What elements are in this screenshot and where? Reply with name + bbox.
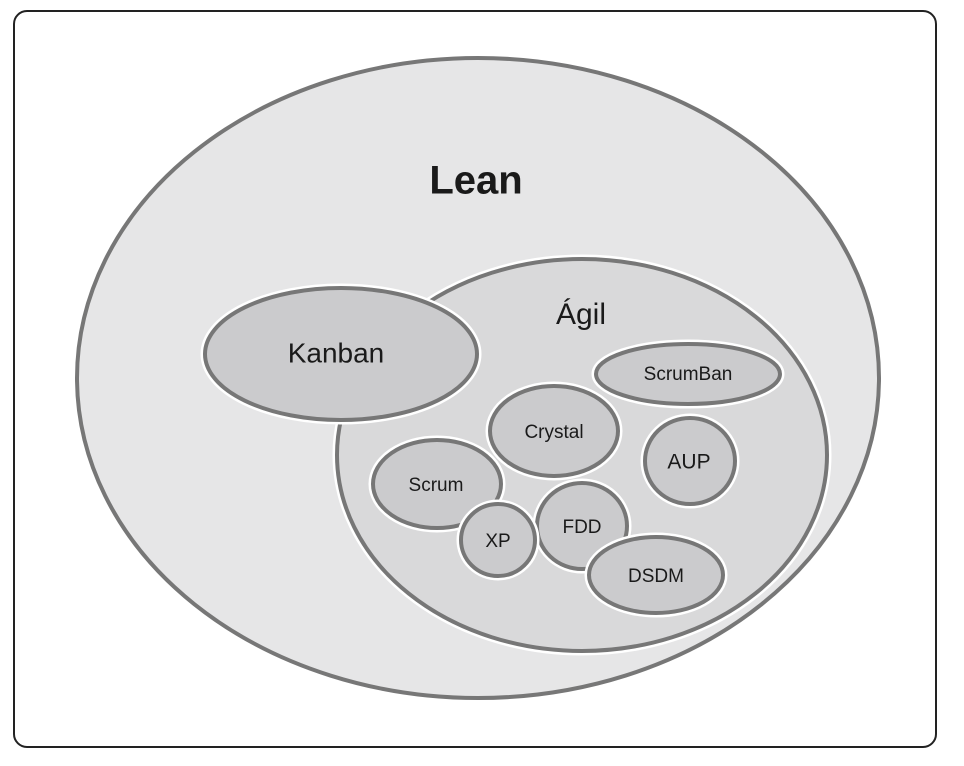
scrumban-label: ScrumBan [644, 364, 733, 385]
scrum-ellipse [371, 438, 503, 530]
kanban-ellipse [203, 286, 479, 422]
dsdm-ellipse [587, 535, 725, 615]
fdd-label: FDD [562, 517, 601, 538]
aup-label: AUP [667, 451, 710, 474]
dsdm-label: DSDM [628, 566, 684, 587]
scrumban-ellipse [594, 342, 782, 406]
agil-label: Ágil [556, 298, 606, 331]
lean-label: Lean [429, 159, 522, 203]
kanban-label: Kanban [288, 337, 385, 368]
xp-ellipse [459, 502, 537, 578]
crystal-ellipse [488, 384, 620, 478]
scrum-label: Scrum [409, 475, 464, 496]
crystal-label: Crystal [524, 422, 583, 443]
aup-ellipse [643, 416, 737, 506]
xp-label: XP [485, 531, 510, 552]
